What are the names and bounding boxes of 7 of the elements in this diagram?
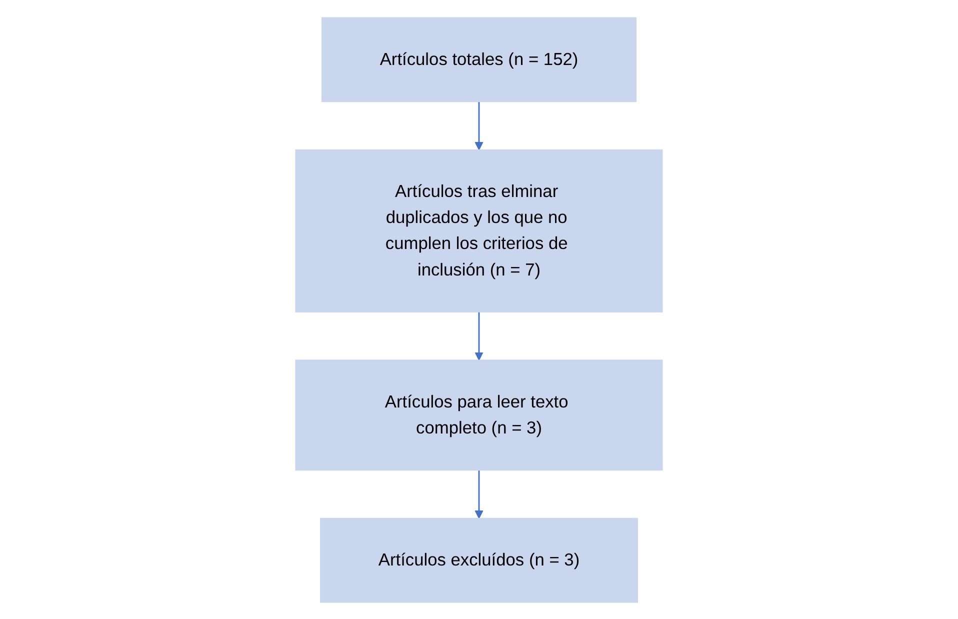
node-box: Artículos excluídos (n = 3) bbox=[320, 517, 638, 602]
arrow bbox=[474, 101, 484, 150]
arrow bbox=[474, 311, 484, 360]
node-box: Artículos tras elminar duplicados y los que no cumplen los criterios de inclusión (n = 7) bbox=[295, 148, 663, 312]
arrow bbox=[474, 470, 484, 518]
node-box: Artículos para leer texto completo (n = 3) bbox=[295, 359, 663, 470]
node-box: Artículos totales (n = 152) bbox=[321, 16, 637, 102]
